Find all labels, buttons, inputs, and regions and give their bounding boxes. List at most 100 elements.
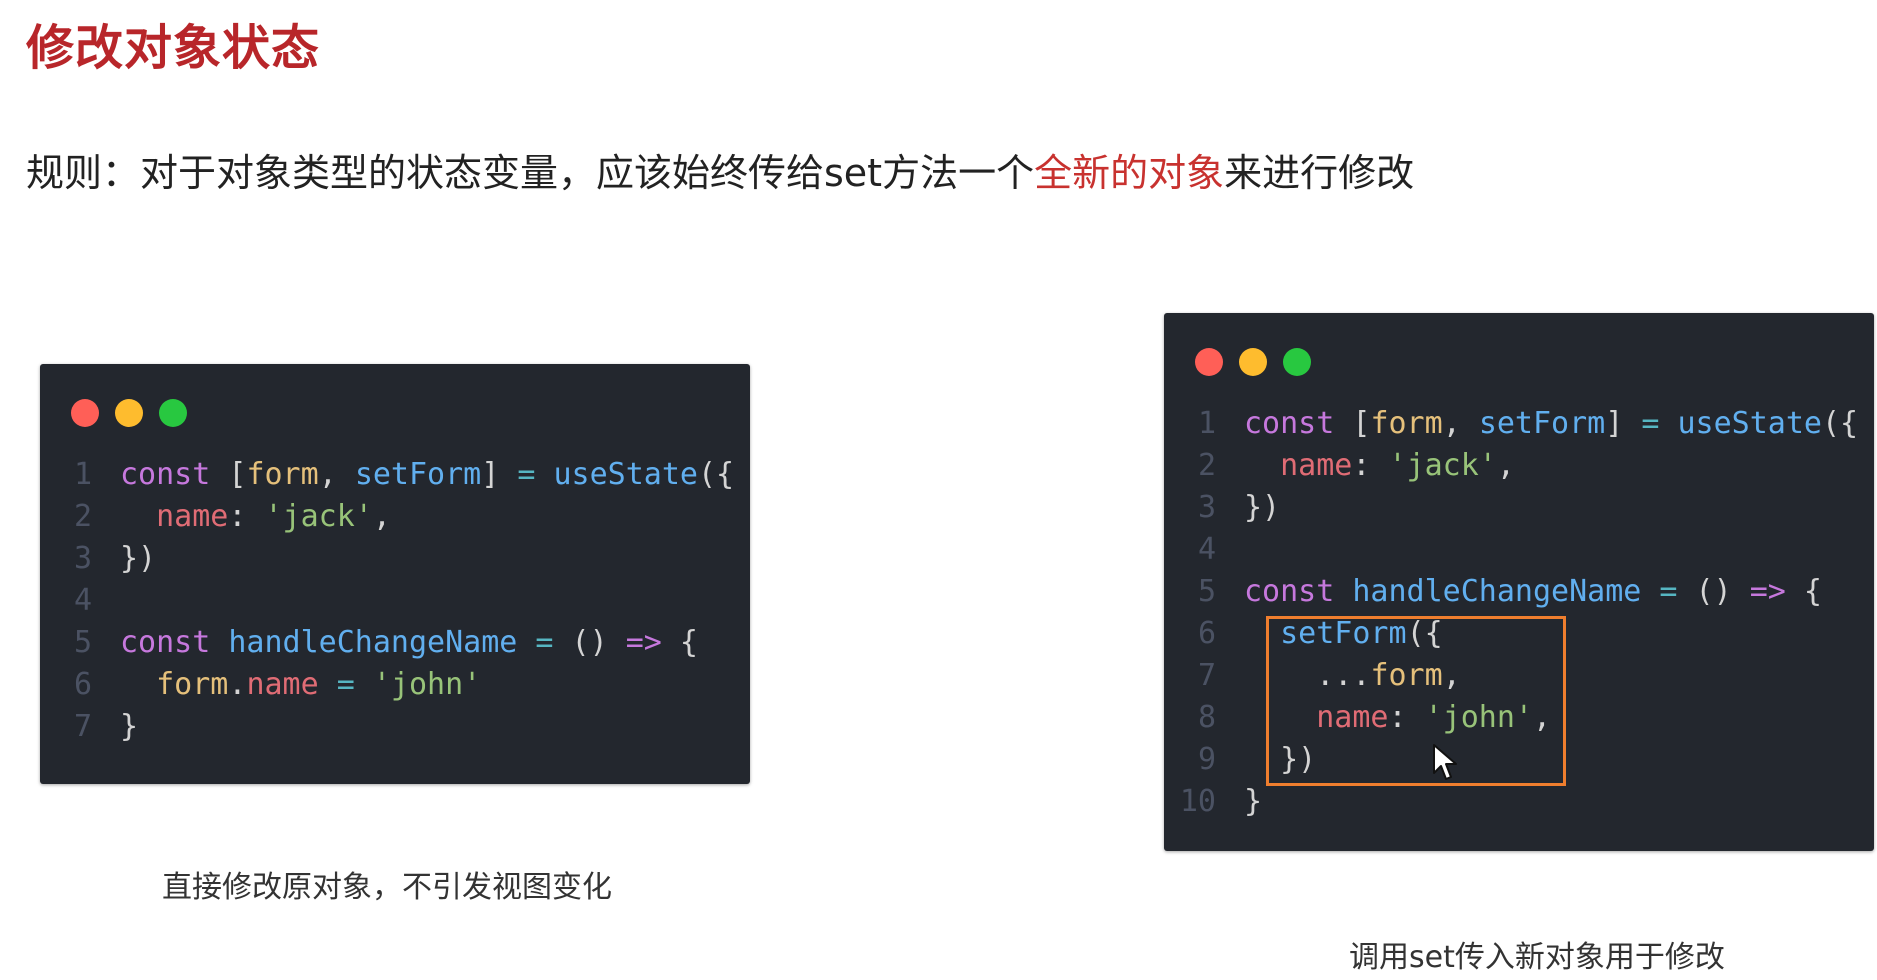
code-token: { bbox=[661, 625, 698, 660]
highlight-box-setform bbox=[1266, 616, 1566, 786]
code-token: name bbox=[1316, 700, 1389, 735]
code-token: setForm bbox=[354, 457, 482, 492]
code-token: , bbox=[1442, 658, 1461, 693]
code-token bbox=[1641, 574, 1659, 609]
code-text: setForm({ bbox=[1216, 613, 1443, 655]
close-dot-icon bbox=[71, 399, 99, 427]
code-token bbox=[355, 667, 373, 702]
line-number: 1 bbox=[73, 457, 92, 492]
code-text bbox=[92, 580, 120, 622]
code-token: = bbox=[1659, 574, 1678, 609]
minimize-dot-icon bbox=[115, 399, 143, 427]
code-text: const handleChangeName = () => { bbox=[1216, 571, 1822, 613]
code-token: [ bbox=[1334, 406, 1371, 441]
code-token: = bbox=[535, 625, 554, 660]
code-token: () bbox=[1677, 574, 1750, 609]
code-text: name: 'jack', bbox=[92, 496, 391, 538]
code-text: const handleChangeName = () => { bbox=[92, 622, 698, 664]
code-line: 7} bbox=[40, 706, 750, 748]
line-number: 10 bbox=[1179, 784, 1216, 819]
code-token: useState bbox=[553, 457, 699, 492]
code-text: ...form, bbox=[1216, 655, 1461, 697]
code-token: form bbox=[246, 457, 319, 492]
rule-prefix: 规则：对于对象类型的状态变量，应该始终传给set方法一个 bbox=[26, 151, 1035, 195]
code-token: : bbox=[228, 499, 265, 534]
code-text: }) bbox=[1216, 487, 1280, 529]
code-token: form bbox=[1370, 406, 1443, 441]
rule-highlight: 全新的对象 bbox=[1034, 151, 1225, 195]
code-token: ... bbox=[1244, 658, 1371, 693]
code-token: form bbox=[156, 667, 229, 702]
code-token: = bbox=[1641, 406, 1660, 441]
code-token: , bbox=[318, 457, 355, 492]
code-token: => bbox=[1749, 574, 1786, 609]
code-token: handleChangeName bbox=[1352, 574, 1642, 609]
code-token: , bbox=[1533, 700, 1552, 735]
code-token: 'jack' bbox=[1388, 448, 1497, 483]
code-token bbox=[517, 625, 535, 660]
code-line: 10} bbox=[1164, 781, 1874, 823]
line-number: 4 bbox=[1197, 532, 1216, 567]
caption-direct-mutation: 直接修改原对象，不引发视图变化 bbox=[162, 870, 612, 905]
code-token: , bbox=[372, 499, 391, 534]
code-token: setForm bbox=[1280, 616, 1407, 651]
code-token: const bbox=[120, 625, 211, 660]
code-token bbox=[120, 667, 156, 702]
code-token: name bbox=[1280, 448, 1353, 483]
maximize-dot-icon bbox=[1283, 348, 1311, 376]
code-token: = bbox=[336, 667, 355, 702]
code-token: handleChangeName bbox=[228, 625, 518, 660]
code-token: setForm bbox=[1478, 406, 1606, 441]
code-token bbox=[319, 667, 337, 702]
code-text: name: 'jack', bbox=[1216, 445, 1515, 487]
close-dot-icon bbox=[1195, 348, 1223, 376]
line-number: 5 bbox=[73, 625, 92, 660]
code-token: name bbox=[246, 667, 319, 702]
line-number: 5 bbox=[1197, 574, 1216, 609]
code-token: const bbox=[120, 457, 211, 492]
code-text: }) bbox=[1216, 739, 1316, 781]
code-token: const bbox=[1244, 574, 1335, 609]
code-token: }) bbox=[1244, 490, 1281, 525]
line-number: 3 bbox=[73, 541, 92, 576]
rule-text: 规则：对于对象类型的状态变量，应该始终传给set方法一个全新的对象来进行修改 bbox=[26, 142, 1414, 197]
code-line: 3}) bbox=[1164, 487, 1874, 529]
code-token: ({ bbox=[1822, 406, 1859, 441]
code-token: ] bbox=[481, 457, 518, 492]
code-token bbox=[1244, 448, 1280, 483]
rule-suffix: 来进行修改 bbox=[1224, 151, 1415, 195]
code-token: ({ bbox=[1406, 616, 1443, 651]
code-text: const [form, setForm] = useState({ bbox=[1216, 403, 1858, 445]
code-token: 'john' bbox=[1424, 700, 1533, 735]
code-token: } bbox=[1244, 784, 1263, 819]
code-token: => bbox=[625, 625, 662, 660]
code-token: 'john' bbox=[372, 667, 482, 702]
line-number: 9 bbox=[1197, 742, 1216, 777]
code-line: 3}) bbox=[40, 538, 750, 580]
line-number: 7 bbox=[1197, 658, 1216, 693]
code-token bbox=[1334, 574, 1352, 609]
code-line: 6 setForm({ bbox=[1164, 613, 1874, 655]
code-token bbox=[1659, 406, 1677, 441]
code-token: name bbox=[156, 499, 229, 534]
code-text bbox=[1216, 529, 1244, 571]
mouse-pointer-icon bbox=[1433, 744, 1457, 780]
caption-new-object: 调用set传入新对象用于修改 bbox=[1349, 940, 1725, 975]
code-token: : bbox=[1352, 448, 1389, 483]
code-line: 4 bbox=[40, 580, 750, 622]
code-token: { bbox=[1785, 574, 1822, 609]
code-line: 4 bbox=[1164, 529, 1874, 571]
slide-title: 修改对象状态 bbox=[26, 20, 321, 76]
code-token: ] bbox=[1605, 406, 1642, 441]
code-text: form.name = 'john' bbox=[92, 664, 481, 706]
code-token bbox=[535, 457, 553, 492]
line-number: 4 bbox=[73, 583, 92, 618]
line-number: 2 bbox=[73, 499, 92, 534]
